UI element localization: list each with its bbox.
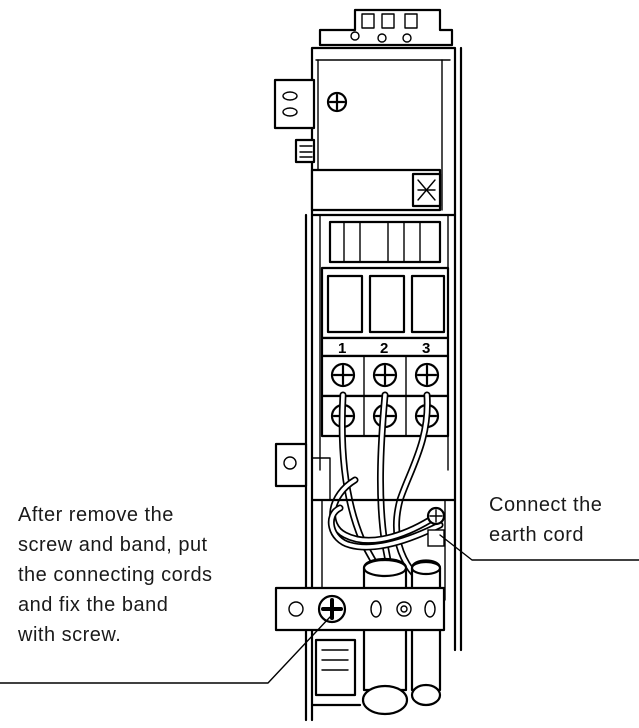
earth-screw <box>426 506 446 547</box>
terminal-covers <box>320 266 450 358</box>
terminal-label-1: 1 <box>338 340 346 357</box>
terminal-label-2: 2 <box>380 340 388 357</box>
cord-sheaths <box>361 558 442 716</box>
lower-housing <box>310 498 457 601</box>
leader-line-right <box>439 534 639 561</box>
callout-left-line-1: After remove the <box>18 504 174 526</box>
callout-right-line-2: earth cord <box>489 524 585 546</box>
upper-bracket <box>273 8 457 217</box>
terminal-label-3: 3 <box>422 340 430 357</box>
callout-left-line-4: and fix the band <box>18 594 169 616</box>
callout-cord-clamp-instruction: After remove the screw and band, put the… <box>18 500 213 650</box>
cord-clamp-band <box>274 586 446 632</box>
terminal-screw-1 <box>330 362 356 388</box>
side-tab <box>274 442 331 501</box>
terminal-spacers <box>328 220 442 264</box>
callout-left-line-3: the connecting cords <box>18 564 213 586</box>
clamp-screw <box>317 594 347 624</box>
callout-left-line-2: screw and band, put <box>18 534 208 556</box>
leader-line-left <box>0 616 331 684</box>
callout-earth-cord: Connect the earth cord <box>489 490 602 550</box>
callout-left-line-5: with screw. <box>18 624 122 646</box>
terminal-screw-3 <box>414 362 440 388</box>
bottom-bracket <box>310 638 362 707</box>
callout-right-line-1: Connect the <box>489 494 603 516</box>
terminal-screw-2 <box>372 362 398 388</box>
leader-lines <box>0 534 639 684</box>
